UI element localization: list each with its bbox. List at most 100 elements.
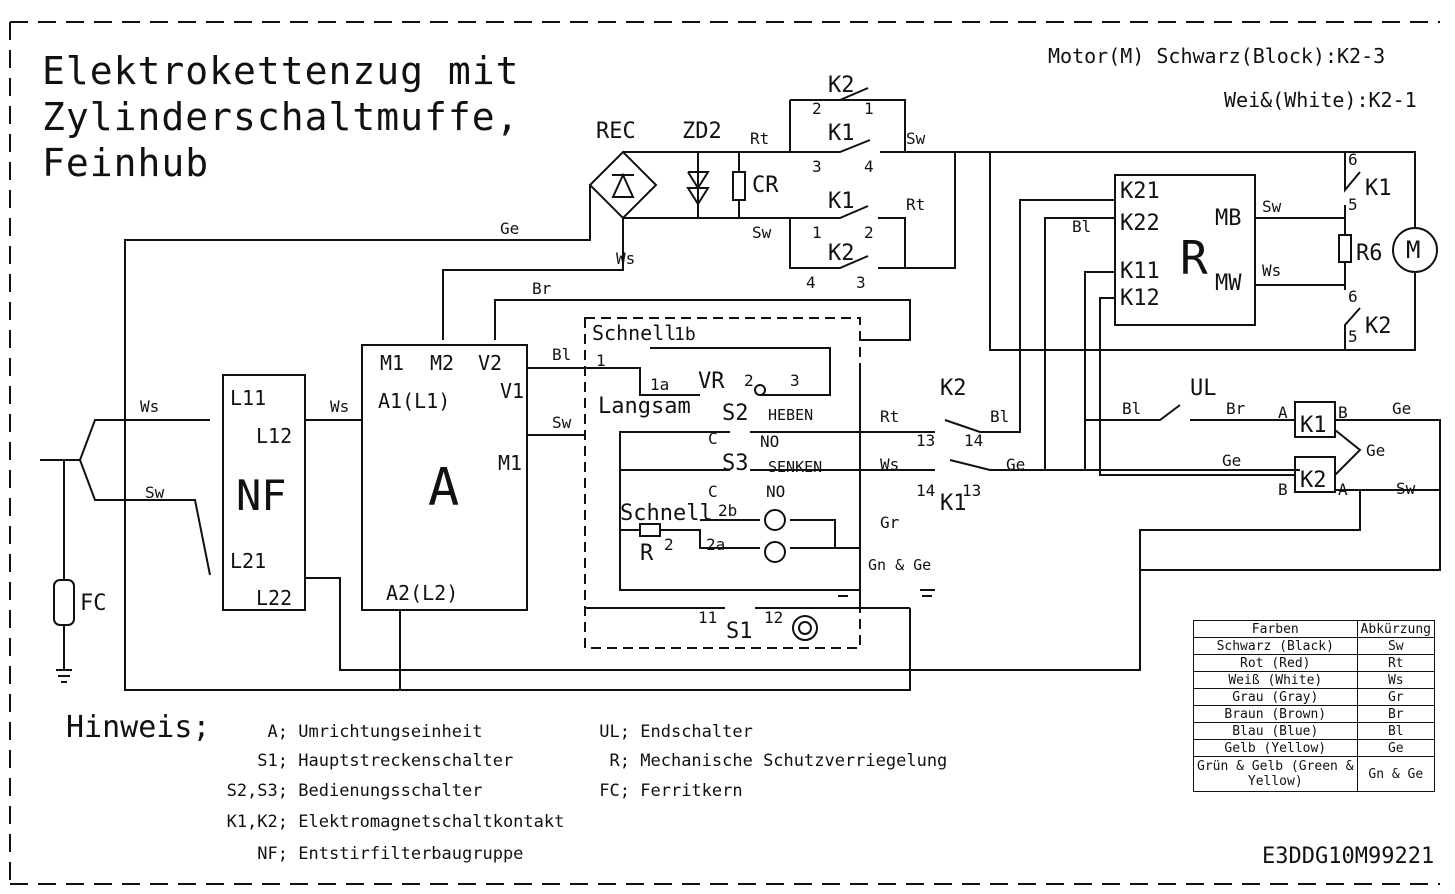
- label-c-4: 4: [864, 157, 874, 176]
- label-k2-contact: K2: [940, 376, 967, 401]
- wire-sw-1: Sw: [906, 129, 926, 148]
- label-senken: SENKEN: [768, 458, 822, 476]
- wire-gr-1: Gr: [880, 513, 900, 532]
- wire-ge-4: Ge: [1366, 441, 1385, 460]
- note-row: FC; Ferritkern: [599, 781, 743, 801]
- label-k1-contact: K1: [940, 491, 967, 516]
- schematic-text: REC ZD2 CR K2 K1 K1 K2 R M R6 K21 K22 K1…: [80, 73, 1420, 644]
- wire-ws-3: Ws: [330, 397, 349, 416]
- label-k2-top: K2: [828, 73, 855, 98]
- color-table-row: Grau (Gray)Gr: [1193, 688, 1436, 706]
- label-term-11: 11: [698, 608, 717, 627]
- label-k1-motor: K1: [1365, 176, 1392, 201]
- label-vr: VR: [698, 369, 725, 394]
- label-k12: K12: [1120, 286, 1160, 311]
- label-2a: 2a: [706, 535, 725, 554]
- label-a1: A1(L1): [378, 389, 450, 413]
- label-m-6b: 6: [1348, 287, 1358, 306]
- label-nf: NF: [236, 471, 287, 520]
- label-k2-motor: K2: [1365, 314, 1392, 339]
- label-v2: V2: [478, 351, 502, 375]
- label-schnell-top: Schnell: [592, 321, 676, 345]
- label-term-13a: 13: [916, 431, 935, 450]
- wire-sw-4: Sw: [552, 413, 572, 432]
- label-k2-coil: K2: [1300, 468, 1327, 493]
- color-table-row: Grün & Gelb (Green & Yellow)Gn & Ge: [1193, 756, 1436, 792]
- label-schnell-lower: Schnell: [620, 501, 713, 526]
- label-c-2b: 2: [864, 223, 874, 242]
- rectifier-diode: [611, 172, 635, 198]
- label-term-1: 1: [596, 351, 606, 370]
- label-term-2: 2: [664, 535, 674, 554]
- label-pin-a-k2: A: [1338, 480, 1348, 499]
- wire-ge-5: Ge: [1222, 451, 1241, 470]
- color-abbreviation-table: Farben Abkürzung Schwarz (Black)Sw Rot (…: [1193, 620, 1436, 792]
- label-s2: S2: [722, 401, 749, 426]
- label-zd2: ZD2: [682, 119, 722, 144]
- title-line-2: Zylinderschaltmuffe,: [42, 95, 520, 139]
- label-r-small: R: [640, 541, 654, 566]
- rectifier-bridge: [588, 150, 658, 220]
- wire-br-2: Br: [1226, 399, 1246, 418]
- ferrite-core-fc: [53, 579, 75, 626]
- label-c-3b: 3: [856, 273, 866, 292]
- wire-ge-1: Ge: [500, 219, 519, 238]
- zener-diode-zd2: [686, 152, 710, 218]
- resistor-cr: [732, 171, 746, 201]
- wire-rt-3: Rt: [880, 407, 899, 426]
- a-unit-box: [361, 344, 528, 611]
- color-table-row: Schwarz (Black)Sw: [1193, 637, 1436, 655]
- label-m-5a: 5: [1348, 195, 1358, 214]
- label-ul: UL: [1190, 376, 1217, 401]
- label-c-1: 1: [864, 99, 874, 118]
- wire-ge-3: Ge: [1392, 399, 1411, 418]
- title-line-1: Elektrokettenzug mit: [42, 49, 520, 93]
- wire-ge-2: Ge: [1006, 455, 1025, 474]
- wire-bl-2: Bl: [990, 407, 1009, 426]
- label-no-s2: NO: [760, 432, 779, 451]
- label-c-s2: C: [708, 429, 718, 448]
- note-row: NF; Entstirfilterbaugruppe: [257, 844, 524, 864]
- note-row: A; Umrichtungseinheit: [267, 722, 483, 742]
- label-m: M: [1406, 236, 1420, 264]
- label-term-14b: 14: [916, 481, 935, 500]
- wire-br-1: Br: [532, 279, 552, 298]
- resistor-r: [639, 523, 661, 537]
- label-pin-b-k1: B: [1338, 403, 1348, 422]
- label-s1: S1: [726, 619, 753, 644]
- label-a2: A2(L2): [386, 581, 458, 605]
- label-k22: K22: [1120, 211, 1160, 236]
- label-c-s3: C: [708, 482, 718, 501]
- color-table-header-colors: Farben: [1193, 620, 1358, 638]
- label-m-6a: 6: [1348, 150, 1358, 169]
- wire-rt-1: Rt: [750, 129, 769, 148]
- color-table-header: Farben Abkürzung: [1193, 620, 1436, 638]
- color-table-row: Rot (Red)Rt: [1193, 654, 1436, 672]
- color-table-row: Weiß (White)Ws: [1193, 671, 1436, 689]
- note-row: K1,K2; Elektromagnetschaltkontakt: [226, 812, 565, 832]
- notes-heading: Hinweis;: [66, 710, 211, 745]
- r-mechanical-lock-box: [1114, 174, 1256, 326]
- wire-ws-2: Ws: [140, 397, 159, 416]
- label-heben: HEBEN: [768, 406, 813, 424]
- color-table-row: Blau (Blue)Bl: [1193, 722, 1436, 740]
- label-mb: MB: [1215, 206, 1242, 231]
- label-k2-lower: K2: [828, 241, 855, 266]
- wire-sw-3: Sw: [145, 483, 165, 502]
- label-fc: FC: [80, 591, 107, 616]
- label-v1: V1: [500, 379, 524, 403]
- label-m1-top: M1: [380, 351, 404, 375]
- motor-note-line-2: Wei&(White):K2-1: [1224, 88, 1417, 112]
- label-2b: 2b: [718, 501, 737, 520]
- label-k1-lower: K1: [828, 189, 855, 214]
- label-l22: L22: [256, 586, 292, 610]
- wire-bl-1: Bl: [552, 345, 571, 364]
- label-l21: L21: [230, 549, 266, 573]
- label-pin-a-k1: A: [1278, 403, 1288, 422]
- label-c-1b: 1: [812, 223, 822, 242]
- wire-bl-4: Bl: [1122, 399, 1141, 418]
- wire-ws-4: Ws: [880, 455, 899, 474]
- note-row: S2,S3; Bedienungsschalter: [226, 781, 483, 801]
